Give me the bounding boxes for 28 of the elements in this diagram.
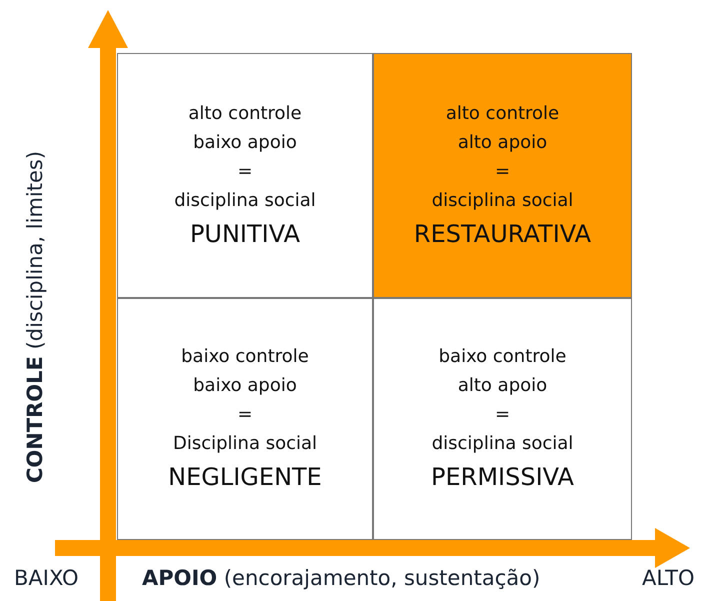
quadrant-text: alto apoio	[458, 130, 548, 154]
quadrant-text: disciplina social	[174, 188, 316, 212]
quadrant-text: disciplina social	[432, 432, 574, 456]
quadrant-text: alto controle	[446, 102, 560, 126]
quadrant-text: Disciplina social	[172, 432, 318, 456]
quadrant-box	[117, 298, 373, 540]
horizontal-axis-title: APOIO (encorajamento, sustentação)	[142, 566, 540, 590]
quadrant-text: alto apoio	[458, 374, 548, 398]
quadrant-text: baixo apoio	[193, 130, 297, 154]
quadrant-title: PERMISSIVA	[431, 462, 574, 493]
quadrant-text: baixo controle	[438, 345, 566, 369]
quadrant-box	[117, 53, 373, 298]
quadrant-text: disciplina social	[432, 188, 574, 212]
vertical-axis-title: CONTROLE (disciplina, limites)	[23, 150, 47, 486]
quadrant-title: NEGLIGENTE	[168, 462, 322, 493]
axis-end-label: ALTO	[642, 566, 695, 590]
quadrant-text: =	[237, 403, 253, 427]
quadrant-title: RESTAURATIVA	[414, 218, 592, 250]
quadrant-box	[373, 53, 632, 298]
quadrant-text: baixo apoio	[193, 374, 297, 398]
quadrant-text: baixo controle	[181, 345, 309, 369]
quadrant-text: =	[494, 160, 510, 184]
quadrant-box	[373, 298, 632, 540]
axis-end-label: BAIXO	[14, 566, 79, 590]
quadrant-text: =	[237, 160, 253, 184]
quadrant-title: PUNITIVA	[190, 218, 300, 250]
quadrant-text: alto controle	[188, 102, 302, 126]
quadrant-text: =	[494, 403, 510, 427]
